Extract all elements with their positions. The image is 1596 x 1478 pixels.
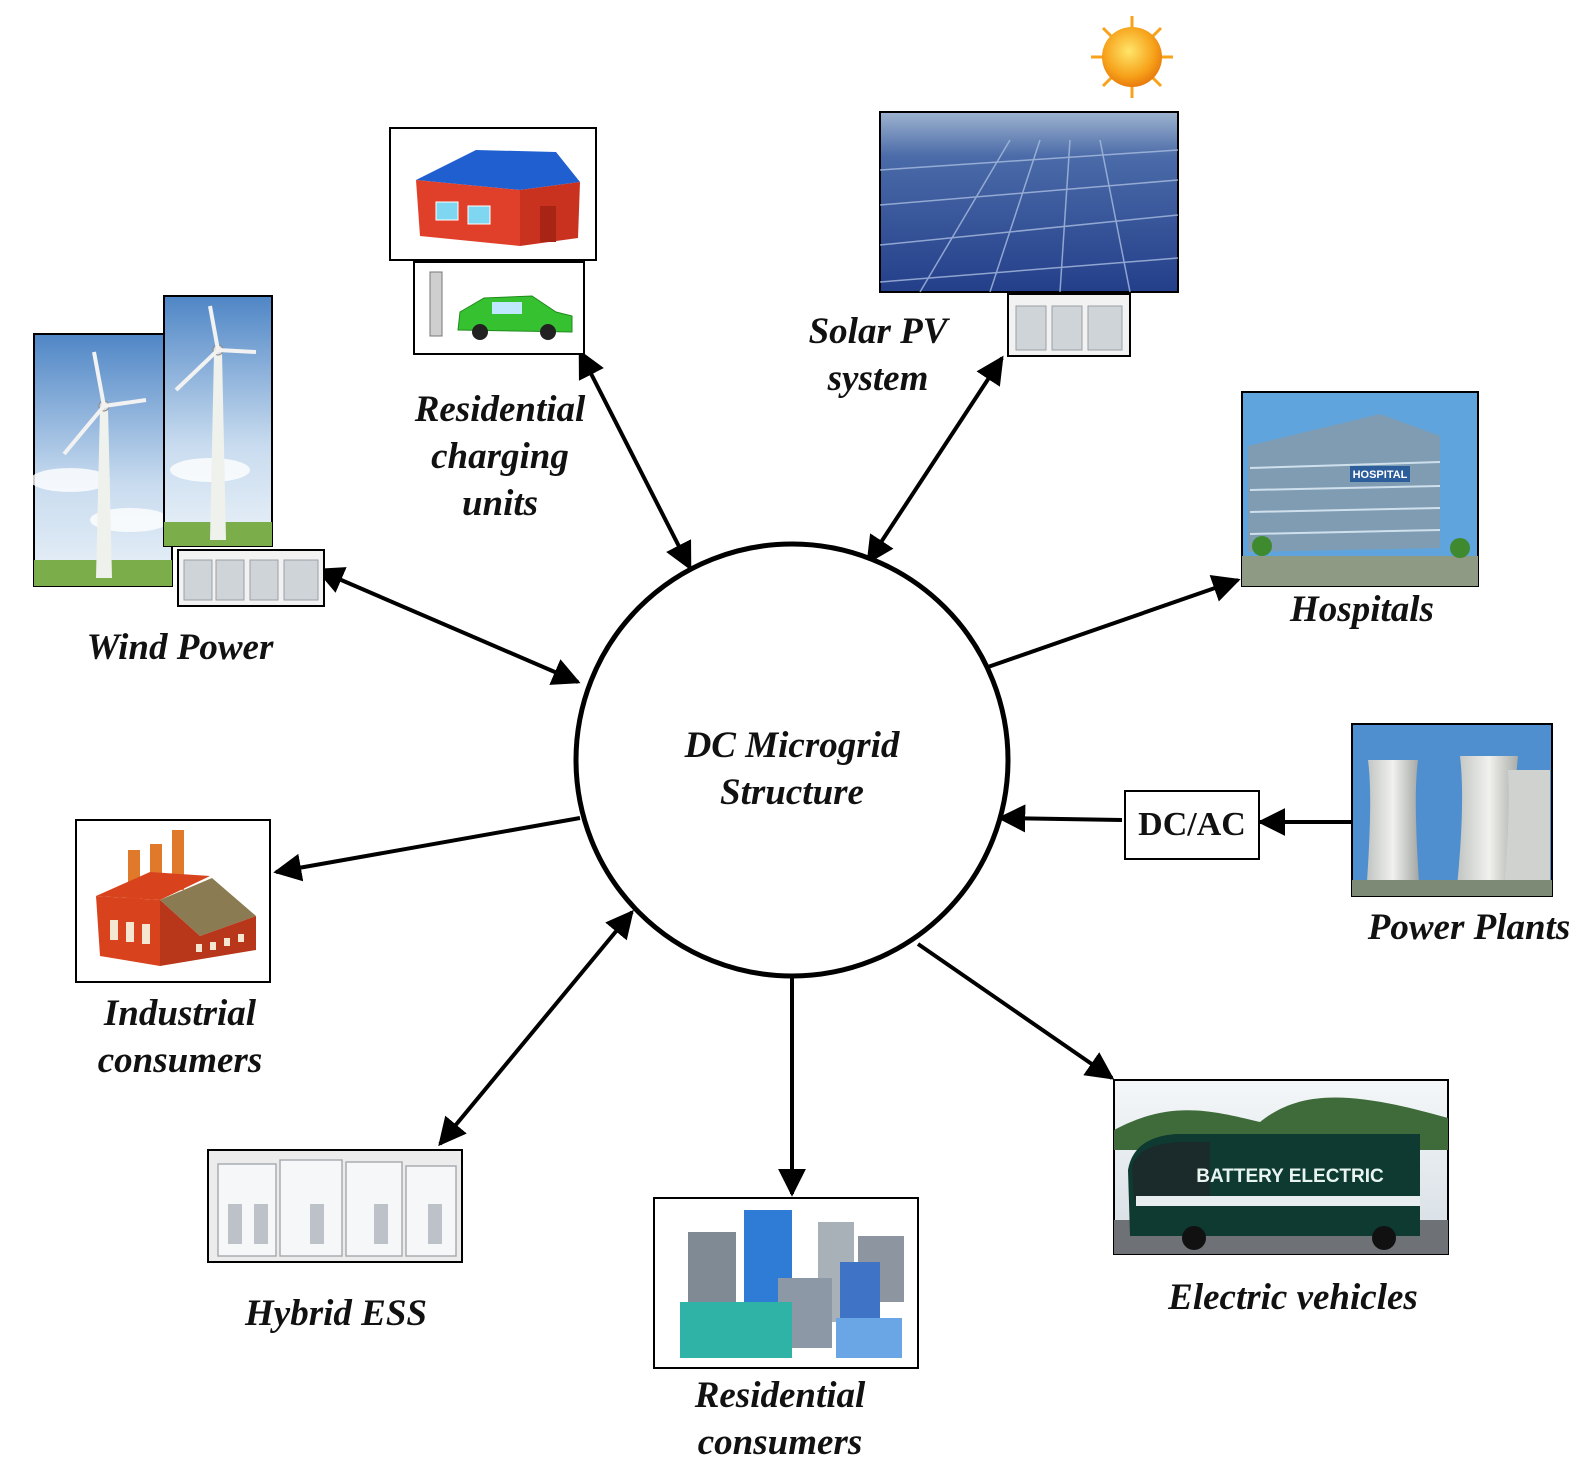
label-electric-vehicles: Electric vehicles xyxy=(1148,1274,1438,1321)
label-industrial-consumers-line1: Industrial xyxy=(103,993,257,1034)
factory-icon xyxy=(75,819,271,983)
dc-ac-converter-label: DC/AC xyxy=(1138,806,1246,843)
label-power-plants: Power Plants xyxy=(1356,904,1582,951)
link-hospitals xyxy=(984,575,1241,670)
connector-arrows xyxy=(273,349,1352,1197)
label-industrial-consumers-line2: consumers xyxy=(97,1040,263,1081)
link-converter xyxy=(997,804,1123,833)
link-ev xyxy=(916,942,1115,1080)
cooling-tower-icon xyxy=(1351,723,1553,897)
center-title: DC Microgrid Structure xyxy=(622,722,962,816)
label-hospitals: Hospitals xyxy=(1262,586,1462,633)
bus-livery-text: BATTERY ELECTRIC xyxy=(1196,1166,1384,1187)
label-industrial-consumers: Industrial consumers xyxy=(80,990,280,1084)
battery-cabinet-icon xyxy=(207,1149,463,1263)
label-residential-consumers-line1: Residential xyxy=(694,1375,866,1416)
label-residential-charging: Residential charging units xyxy=(390,386,610,527)
center-title-line2: Structure xyxy=(720,772,864,813)
center-title-line1: DC Microgrid xyxy=(684,725,900,766)
link-wind xyxy=(315,567,581,685)
label-residential-charging-line1: Residential xyxy=(414,389,586,430)
label-residential-consumers: Residential consumers xyxy=(680,1372,880,1466)
label-wind-power-text: Wind Power xyxy=(86,627,274,668)
sun-icon xyxy=(1091,16,1173,98)
dc-ac-converter-box: DC/AC xyxy=(1124,790,1260,860)
label-solar-pv-line1: Solar PV xyxy=(808,311,948,352)
label-power-plants-text: Power Plants xyxy=(1367,907,1571,948)
wind-turbine-icon xyxy=(30,295,273,587)
label-wind-power: Wind Power xyxy=(60,624,300,671)
svg-text:HOSPITAL: HOSPITAL xyxy=(1353,469,1408,481)
label-residential-consumers-line2: consumers xyxy=(697,1422,863,1463)
link-residential-charging xyxy=(578,349,692,571)
label-hospitals-text: Hospitals xyxy=(1290,589,1434,630)
apartment-buildings-icon xyxy=(653,1197,919,1369)
label-electric-vehicles-text: Electric vehicles xyxy=(1168,1277,1418,1318)
solar-panel-icon xyxy=(879,111,1179,293)
label-hybrid-ess: Hybrid ESS xyxy=(226,1290,446,1337)
link-industrial xyxy=(273,816,581,882)
solar-storage-icon xyxy=(1007,293,1131,357)
link-hybrid-ess xyxy=(438,909,634,1147)
electric-bus-icon: BATTERY ELECTRIC xyxy=(1113,1079,1449,1255)
hospital-icon: HOSPITAL xyxy=(1241,391,1479,587)
wind-storage-icon xyxy=(177,549,325,607)
house-ev-charger-icon xyxy=(389,127,597,355)
link-solar xyxy=(866,355,1004,565)
label-residential-charging-line3: units xyxy=(461,483,539,524)
label-residential-charging-line2: charging xyxy=(431,436,569,477)
label-solar-pv: Solar PV system xyxy=(778,308,978,402)
label-hybrid-ess-text: Hybrid ESS xyxy=(245,1293,427,1334)
label-solar-pv-line2: system xyxy=(827,358,929,399)
microgrid-circle xyxy=(573,541,1011,979)
